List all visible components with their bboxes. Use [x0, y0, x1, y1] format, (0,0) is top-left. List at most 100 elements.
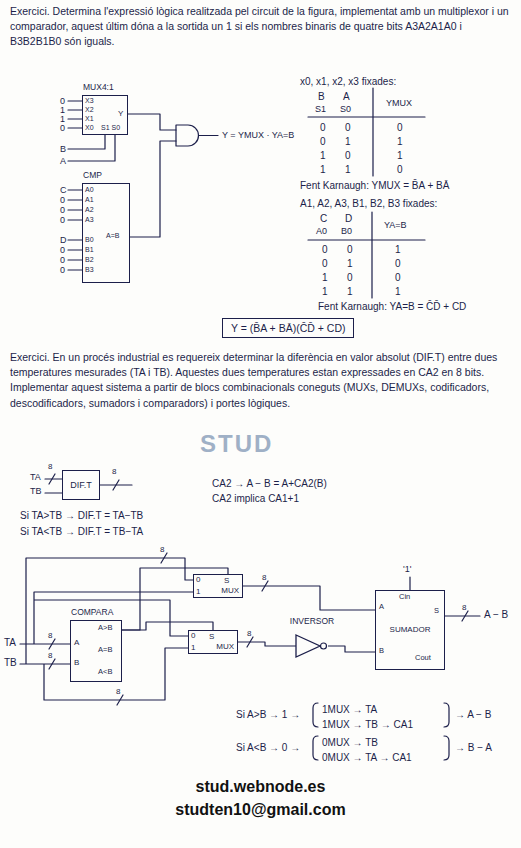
pin-label: B0 [85, 236, 94, 244]
pin-label: X3 [85, 97, 94, 105]
note-text: D [60, 235, 67, 245]
table-rule [308, 88, 425, 298]
pin-label: 1 [191, 643, 195, 652]
drawing-stroke [68, 190, 82, 270]
cmp-input-wire [68, 190, 82, 270]
block-box: DIF.T [62, 470, 100, 500]
note-text: 0 [395, 272, 401, 284]
inverter-triangle [296, 635, 320, 657]
inverter-symbol: INVERSOR [282, 617, 342, 657]
pin-label: A [379, 603, 384, 612]
drawing-stroke [128, 114, 176, 130]
note-text: TB [30, 486, 42, 496]
block-heading: CMP [83, 171, 102, 181]
bus-connector [328, 646, 375, 652]
drawing-stroke [308, 88, 425, 298]
pin-label: 0 [196, 575, 200, 584]
note-text: 0 [60, 265, 65, 275]
note-text: TB [4, 657, 17, 669]
note-text: 0 [395, 258, 401, 270]
pin-label: X1 [85, 115, 94, 123]
footer-text: studten10@gmail.com [0, 801, 521, 819]
footer-text: stud.webnode.es [0, 778, 521, 796]
pin-label: 8 [262, 573, 266, 582]
select-wire [68, 135, 115, 161]
note-text: 1 [60, 114, 65, 124]
pin-label: 8 [48, 651, 52, 660]
sum-output-wire [445, 615, 480, 616]
pin-label: 8 [247, 629, 251, 638]
cmp-output-wire [130, 141, 176, 237]
pin-label: A [74, 638, 79, 647]
note-text: 1MUX → TA [322, 704, 377, 716]
pin-label: A>B [98, 624, 112, 633]
pin-label: A<B [98, 668, 112, 677]
pin-label: B3 [85, 266, 94, 274]
pin-label: B2 [85, 256, 94, 264]
pin-label: A1 [85, 196, 94, 204]
note-text: 0 [60, 255, 65, 265]
result-box: Y = (B̄A + BĀ)(C̄D̄ + CD) [222, 318, 354, 338]
pin-label: 8 [48, 462, 52, 471]
note-text: 0 [320, 136, 326, 148]
inverter-triangle [296, 635, 328, 657]
note-text: 0 [397, 122, 403, 134]
note-text: 0 [60, 205, 65, 215]
note-text: 1 [320, 164, 326, 176]
note-text: '1' [403, 564, 411, 574]
block-label: DIF.T [70, 480, 92, 490]
pin-label: X2 [85, 106, 94, 114]
pin-label: S [209, 632, 214, 641]
and-gate [176, 125, 218, 146]
note-text: A [60, 156, 66, 166]
note-text: 0 [60, 123, 65, 133]
note-text: 1 [345, 136, 351, 148]
note-text: 0 [347, 272, 353, 284]
watermark: STUD [200, 430, 273, 458]
note-text: 0 [320, 122, 326, 134]
drawing-stroke [313, 703, 449, 760]
note-text: 1 [397, 136, 403, 148]
pin-label: X0 [85, 124, 94, 132]
note-text: 0 [397, 164, 403, 176]
pin-label: A=B [106, 232, 119, 240]
pin-label: 8 [112, 467, 116, 476]
pin-label: 8 [48, 631, 52, 640]
note-text: B [318, 91, 325, 103]
inverter-bubble [321, 643, 327, 649]
note-text: C [320, 213, 327, 225]
note-text: CA2 implica CA1+1 [212, 493, 299, 505]
note-text: Fent Karnaugh: YMUX = B̄A + BĀ [300, 180, 449, 192]
note-text: Fent Karnaugh: YA=B = C̄D̄ + CD [318, 301, 466, 313]
note-text: 1 [60, 105, 65, 115]
drawing-stroke [409, 577, 410, 590]
note-text: 1 [322, 286, 328, 298]
block-label: SUMADOR [390, 625, 431, 634]
carry-in-wire [409, 577, 410, 590]
pin-label: B [379, 647, 384, 656]
note-text: 0 [345, 122, 351, 134]
pin-label: Y [118, 109, 123, 118]
bus-slash [49, 553, 468, 705]
note-text: C [60, 185, 67, 195]
pin-label: B1 [85, 246, 94, 254]
note-text: 1 [320, 150, 326, 162]
note-text: 0 [60, 215, 65, 225]
drawing-stroke [445, 615, 480, 616]
bus-wire [20, 558, 193, 700]
note-text: 0 [347, 244, 353, 256]
note-text: Si TA>TB → DIF.T = TA−TB [20, 510, 143, 522]
drawing-stroke [49, 553, 468, 705]
note-text: 0 [60, 96, 65, 106]
note-text: B0 [341, 226, 352, 236]
bus-connector [122, 622, 213, 630]
note-text: A [343, 91, 350, 103]
drawing-stroke [20, 558, 193, 700]
note-text: D [345, 213, 352, 225]
note-text: S1 [315, 104, 326, 114]
note-text: Si TA<TB → DIF.T = TB−TA [20, 526, 143, 538]
note-text: Si A>B → 1 → [236, 709, 300, 721]
